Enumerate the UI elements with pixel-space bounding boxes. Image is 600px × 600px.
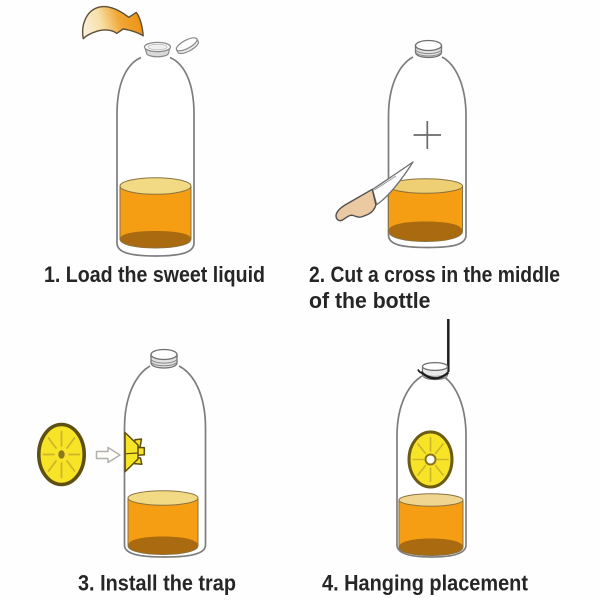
svg-text:3. Install the trap: 3. Install the trap [78,571,236,596]
svg-text:of the bottle: of the bottle [309,288,431,313]
svg-text:4. Hanging placement: 4. Hanging placement [322,571,529,596]
svg-text:1. Load the sweet liquid: 1. Load the sweet liquid [44,262,265,287]
svg-text:2. Cut a cross in the middle: 2. Cut a cross in the middle [309,262,560,287]
